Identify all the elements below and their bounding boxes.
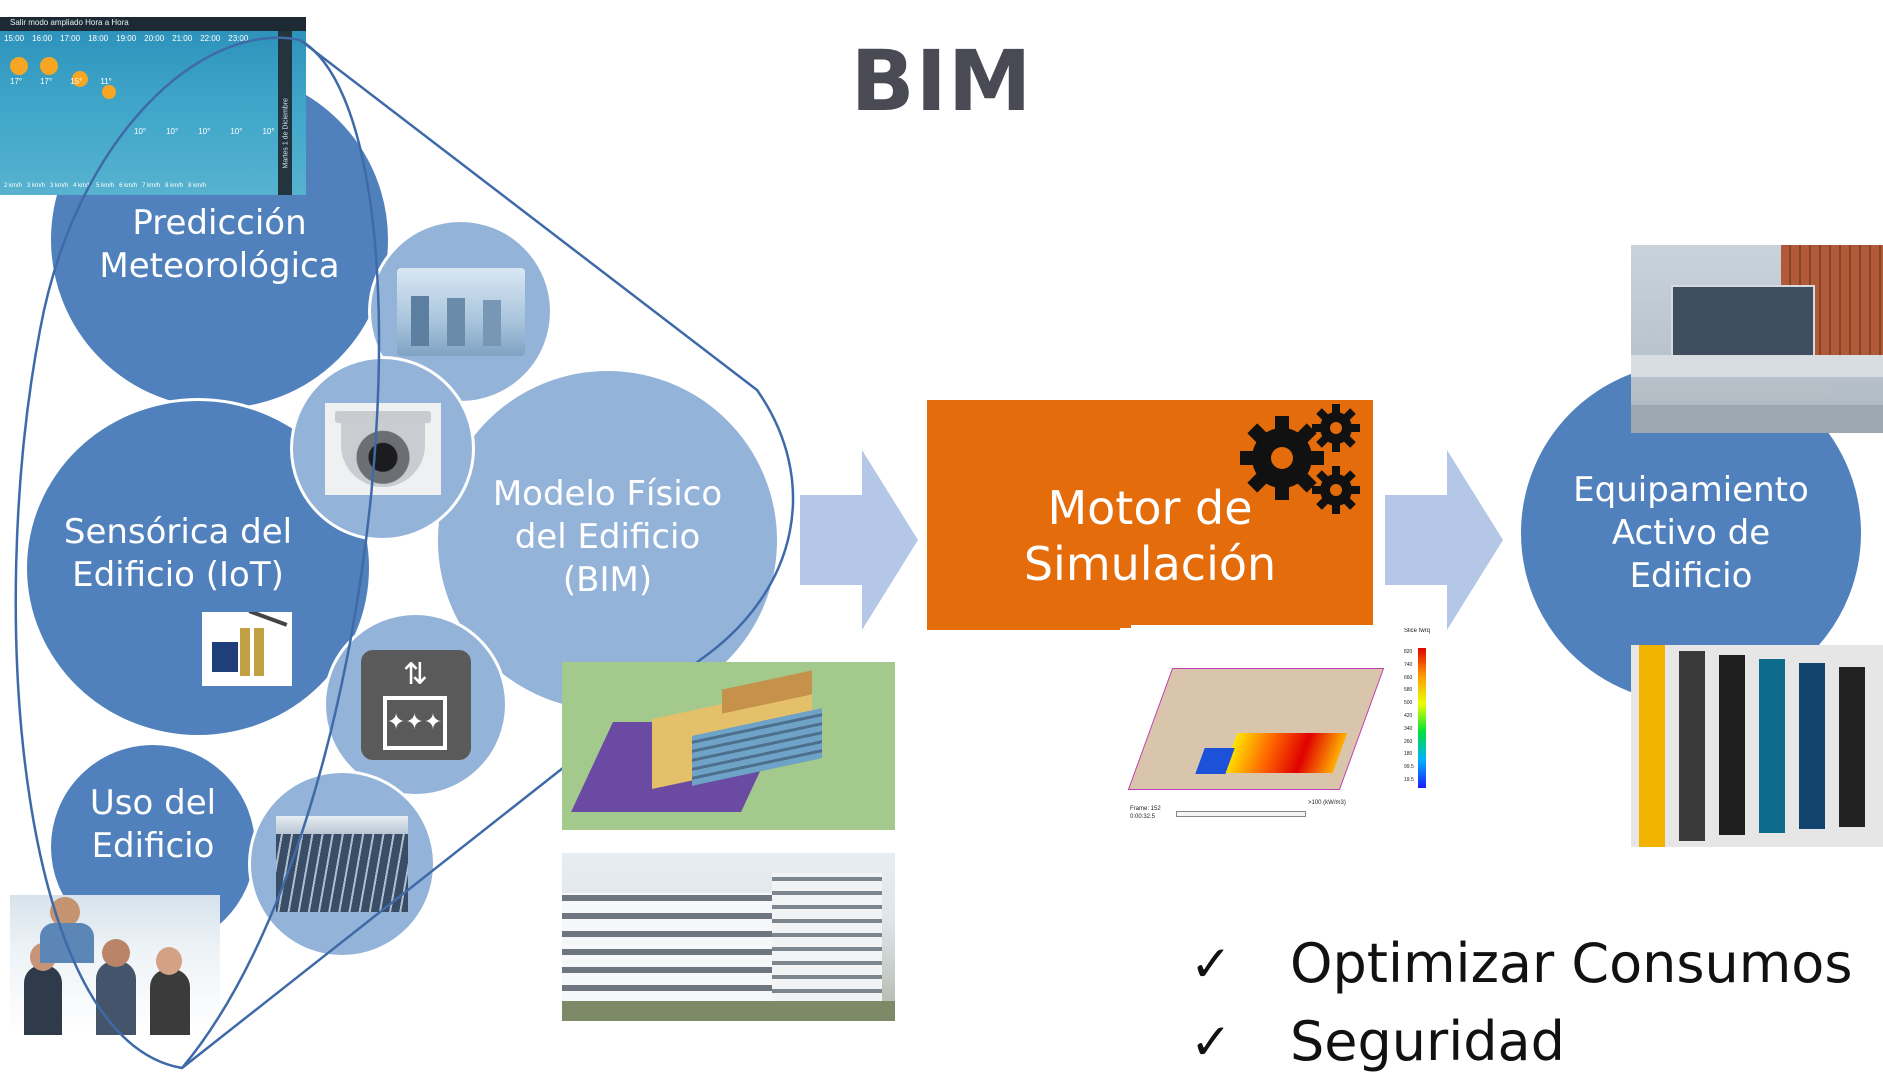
simulation-timeline (1176, 811, 1306, 817)
weather-label: Predicción Meteorológica (99, 202, 340, 286)
usage-label: Uso del Edificio (89, 782, 217, 866)
sensors-label: Sensórica del Edificio (IoT) (63, 512, 293, 595)
facade-panels-photo (1631, 645, 1883, 847)
weather-side-label: Martes 1 de Diciembre (282, 98, 290, 169)
benefit-item: ✓ Seguridad (1190, 1003, 1852, 1081)
simulation-time: 0:00:32.5 (1130, 814, 1156, 820)
bim-3d-model-image (562, 662, 895, 830)
weather-forecast-widget: Salir modo ampliado Hora a Hora 15:00 16… (0, 17, 306, 195)
weather-day-temps: 17° 17° 15° 11° (10, 77, 112, 86)
simulation-legend-title: Slice fwrq (1404, 628, 1431, 634)
soil-sensor-photo (202, 612, 292, 686)
weather-night-temps: 10° 10° 10° 10° 10° (134, 127, 275, 136)
elevator-icon: ⇅ ✦✦✦ (360, 649, 471, 760)
simulation-engine-label: Motor de Simulación (1023, 481, 1277, 591)
solar-circle (248, 770, 436, 958)
benefit-item: ✓ Optimizar Consumos (1190, 925, 1852, 1003)
turnstile-photo (396, 267, 525, 356)
building-photo (562, 853, 895, 1021)
hvac-rooftop-photo (1631, 245, 1883, 433)
page-title: BIM (850, 32, 1033, 130)
weather-winds: 2 km/h 3 km/h 3 km/h 4 km/h 5 km/h 6 km/… (4, 183, 207, 189)
solar-panels-photo (276, 816, 408, 912)
arrow-to-equipment (1385, 450, 1503, 630)
camera-circle (290, 356, 475, 541)
benefits-list: ✓ Optimizar Consumos ✓ Seguridad (1190, 925, 1852, 1081)
elevator-circle: ⇅ ✦✦✦ (323, 612, 508, 797)
simulation-hrr: >100 (kW/m3) (1308, 800, 1346, 806)
simulation-colorbar (1418, 648, 1426, 788)
simulation-legend-values: 820 740 660 580 500 420 340 260 180 99.5… (1404, 649, 1414, 783)
checkmark-icon: ✓ (1190, 935, 1232, 993)
weather-hours: 15:00 16:00 17:00 18:00 19:00 20:00 21:0… (4, 34, 249, 43)
bim-model-label: Modelo Físico del Edificio (BIM) (492, 474, 723, 600)
simulation-frame: Frame: 152 (1130, 806, 1161, 812)
building-usage-photo (10, 895, 220, 1035)
checkmark-icon: ✓ (1190, 1013, 1232, 1071)
benefit-label: Seguridad (1290, 1010, 1565, 1073)
arrow-to-engine (800, 450, 918, 630)
simulation-render: Slice fwrq 820 740 660 580 500 420 340 2… (1120, 628, 1440, 828)
security-camera-icon (324, 402, 441, 495)
benefit-label: Optimizar Consumos (1290, 932, 1853, 995)
equipment-label: Equipamiento Activo de Edificio (1573, 469, 1809, 596)
gears-icon (1240, 404, 1360, 514)
weather-header: Salir modo ampliado Hora a Hora (10, 18, 129, 27)
